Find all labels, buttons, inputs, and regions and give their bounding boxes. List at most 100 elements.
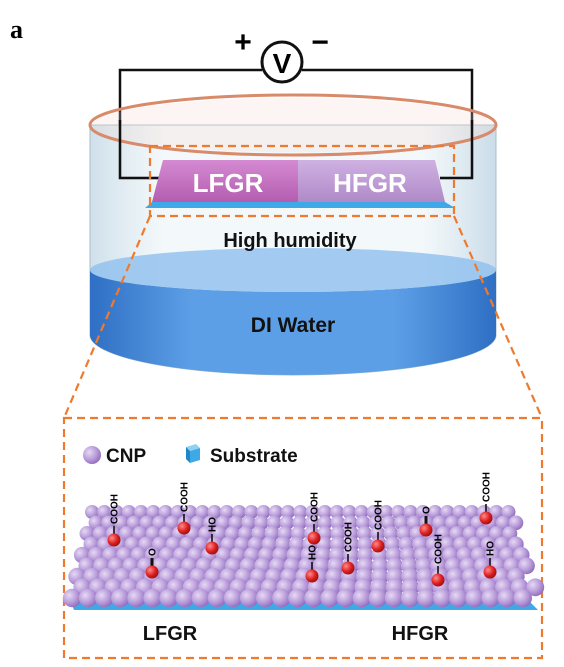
beaker-rim: [88, 93, 498, 157]
cnp-particle: [449, 588, 468, 608]
cnp-lattice: [62, 505, 545, 608]
cnp-particle: [354, 505, 369, 519]
cnp-particle: [518, 557, 535, 575]
functional-group-label: O: [148, 548, 159, 556]
cnp-particle: [191, 588, 210, 608]
cnp-particle: [464, 505, 479, 519]
oxygen-atom: [483, 565, 497, 579]
cnp-particle: [513, 588, 532, 608]
cnp-particle: [109, 505, 124, 519]
voltmeter-icon: V: [260, 40, 304, 84]
cnp-particle: [305, 515, 320, 531]
functional-group-label: O: [422, 506, 433, 514]
graphene-device: LFGR HFGR: [145, 160, 455, 208]
oxygen-atom: [177, 521, 191, 535]
oxygen-atom: [145, 565, 159, 579]
cnp-particle: [433, 588, 452, 608]
cnp-particle: [121, 505, 136, 519]
cnp-particle: [223, 588, 243, 608]
functional-group-label: COOH: [310, 492, 321, 522]
electrode-left: [152, 160, 298, 202]
cnp-particle: [195, 505, 210, 519]
cnp-particle: [428, 505, 442, 519]
cnp-particle: [158, 505, 173, 519]
legend-substrate-icon: [186, 444, 200, 463]
zoom-line-right: [452, 215, 544, 419]
cnp-particle: [343, 526, 359, 541]
zoom-box-top: [148, 144, 456, 218]
functional-group-label: HO: [208, 517, 219, 532]
oxygen-atom: [419, 523, 433, 537]
voltmeter-symbol: V: [273, 48, 292, 79]
bottom-left-label: LFGR: [143, 623, 198, 645]
cnp-particle: [239, 588, 259, 608]
cnp-particle: [139, 515, 155, 531]
cnp-particle: [497, 588, 516, 608]
humidity-label: High humidity: [223, 230, 357, 252]
cnp-particle: [170, 505, 185, 519]
panel-label: a: [10, 15, 23, 44]
cnp-particle: [219, 505, 234, 519]
functional-group-label: HO: [486, 541, 497, 556]
cnp-particle: [304, 588, 323, 608]
cnp-particle: [268, 505, 283, 519]
negative-terminal-label: −: [311, 26, 329, 59]
cnp-particle: [352, 588, 371, 608]
functional-groups: COOH O COOH HO COOH HO COOH COOH O COOH COOH HO: [107, 472, 497, 587]
legend-substrate-label: Substrate: [210, 446, 298, 467]
cnp-particle: [97, 505, 112, 519]
cnp-particle: [175, 588, 194, 608]
cnp-particle: [256, 505, 271, 519]
cnp-particle: [207, 588, 227, 608]
functional-group-label: COOH: [434, 534, 445, 564]
cnp-particle: [342, 505, 357, 519]
cnp-particle: [417, 588, 436, 608]
oxygen-atom: [341, 561, 355, 575]
cnp-particle: [415, 505, 430, 519]
cnp-particle: [317, 505, 332, 519]
cnp-particle: [127, 588, 146, 608]
water-body: [90, 270, 496, 375]
cnp-particle: [78, 588, 98, 608]
functional-group-label: COOH: [374, 500, 385, 530]
functional-group-label: COOH: [344, 522, 355, 552]
electrode-right-label: HFGR: [333, 168, 407, 198]
cnp-particle: [305, 505, 320, 519]
cnp-particle: [111, 588, 130, 608]
cnp-particle: [379, 505, 393, 519]
cnp-particle: [272, 588, 291, 608]
cnp-particle: [366, 505, 381, 519]
cnp-particle: [400, 588, 420, 608]
cnp-particle: [317, 515, 333, 531]
oxygen-atom: [371, 539, 385, 553]
cnp-particle: [501, 505, 516, 519]
functional-group-label: COOH: [482, 472, 493, 502]
electrode-left-label: LFGR: [193, 168, 264, 198]
cnp-particle: [452, 505, 467, 519]
cnp-particle: [481, 588, 500, 608]
functional-group-label: COOH: [110, 494, 121, 524]
water-surface: [90, 248, 496, 292]
cnp-particle: [343, 515, 358, 531]
cnp-particle: [384, 588, 404, 608]
cnp-particle: [143, 588, 162, 608]
functional-group-label: HO: [308, 545, 319, 560]
cnp-particle: [391, 505, 406, 519]
zoom-box-bottom: [62, 416, 544, 660]
oxygen-atom: [431, 573, 445, 587]
oxygen-atom: [107, 533, 121, 547]
cnp-particle: [207, 505, 222, 519]
legend-particle-icon: [83, 446, 101, 464]
cnp-particle: [330, 515, 346, 531]
cnp-particle: [526, 578, 545, 597]
cnp-particle: [95, 588, 114, 608]
cnp-particle: [496, 515, 511, 531]
cnp-particle: [244, 505, 259, 519]
cnp-particle: [440, 505, 455, 519]
cnp-particle: [152, 515, 167, 531]
oxygen-atom: [205, 541, 219, 555]
cnp-particle: [256, 588, 275, 608]
functional-group-label: COOH: [180, 482, 191, 512]
cnp-particle: [232, 505, 246, 519]
